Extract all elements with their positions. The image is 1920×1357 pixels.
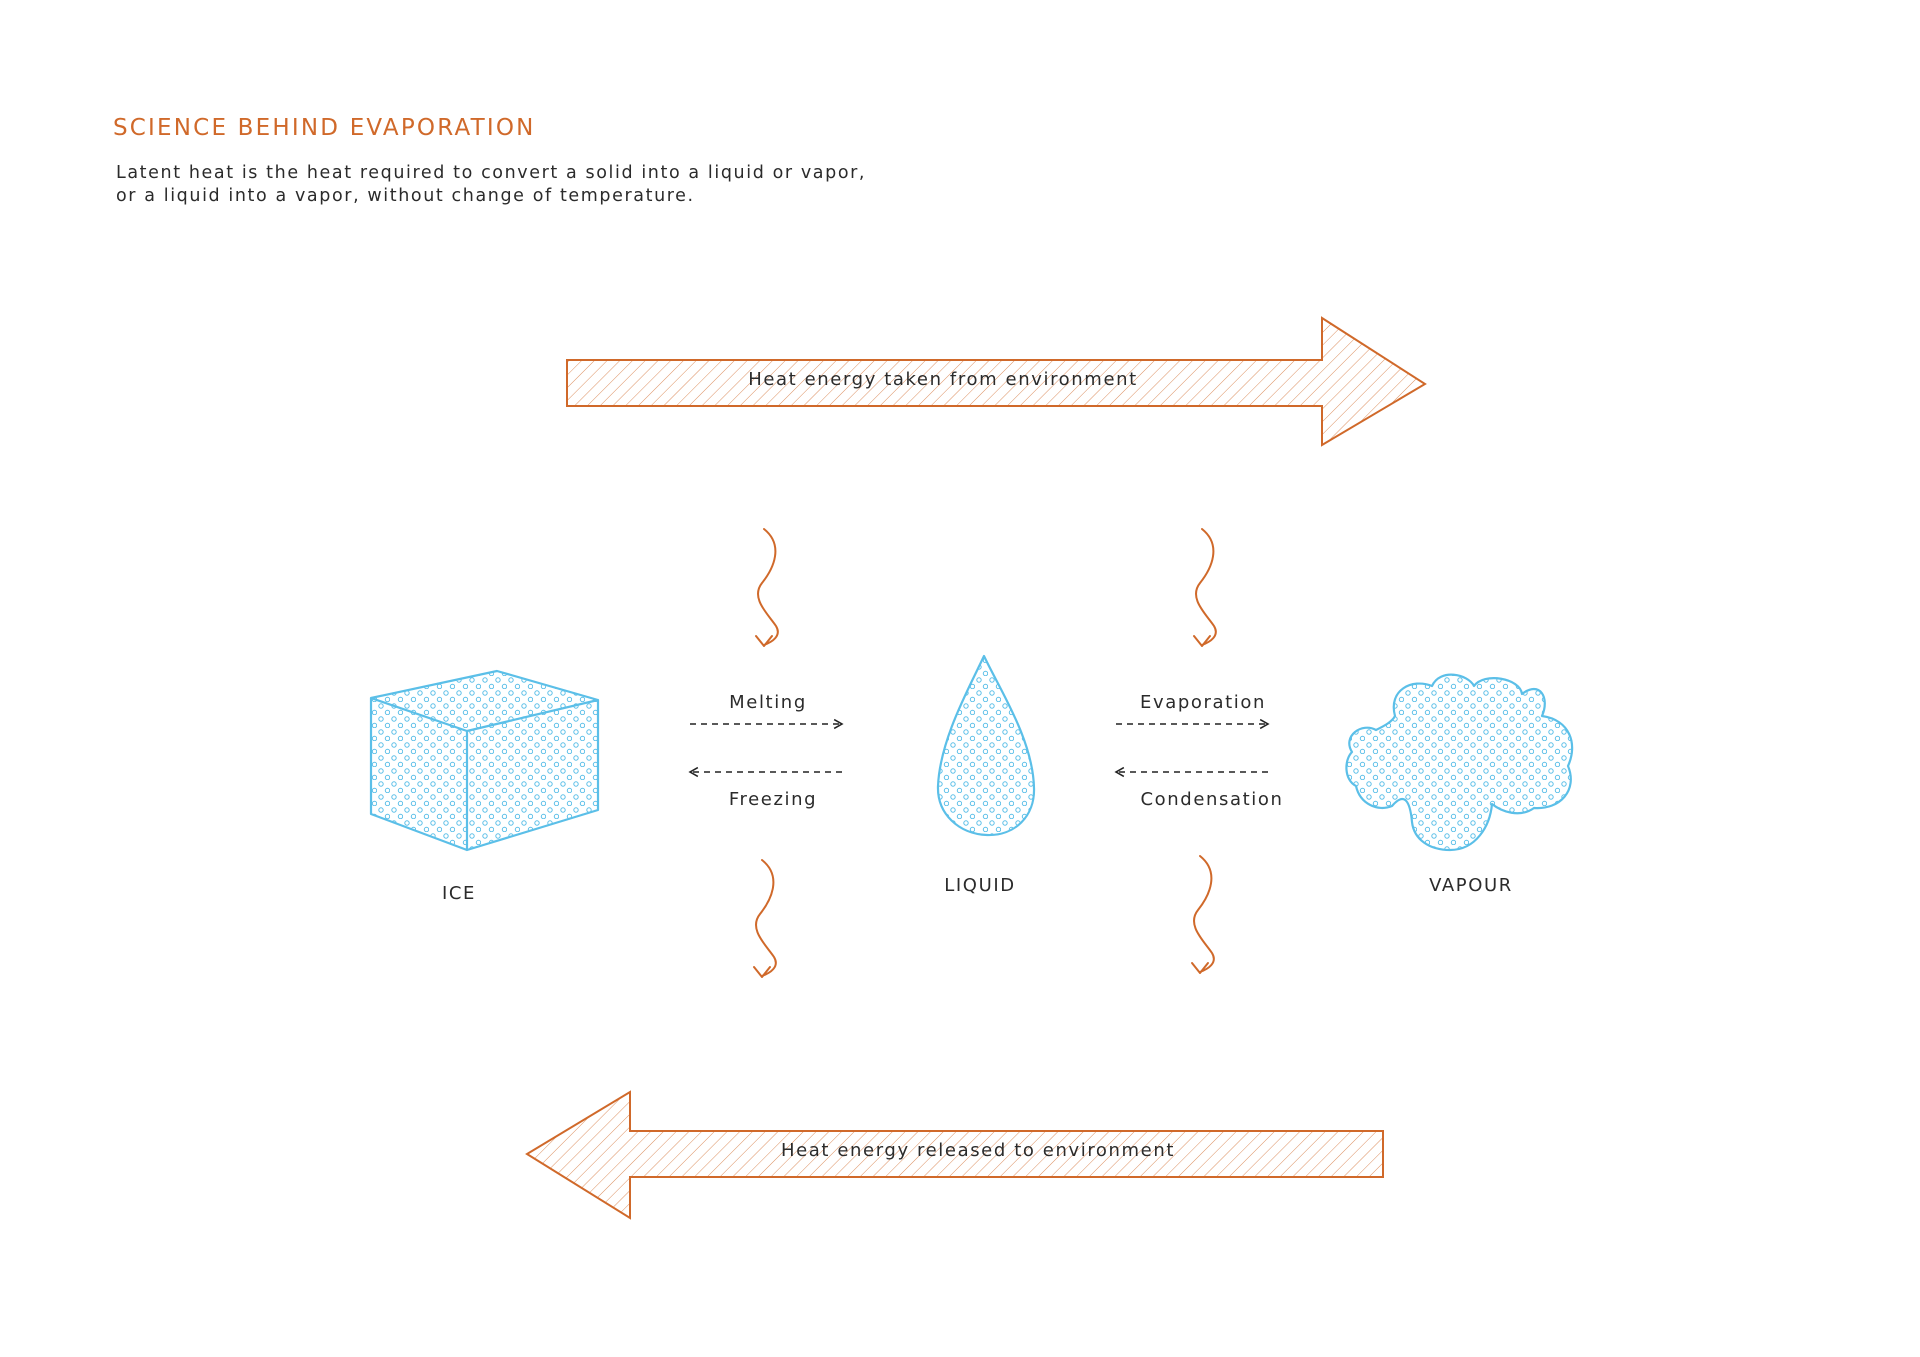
page-title: SCIENCE BEHIND EVAPORATION [113, 115, 536, 141]
vapour-cloud-icon [1345, 673, 1574, 852]
heat-released-label: Heat energy released to environment [781, 1140, 1175, 1161]
intro-text: Latent heat is the heat required to conv… [116, 162, 866, 208]
vapour-label: VAPOUR [1429, 875, 1513, 896]
heat-in-squiggle-melting [755, 528, 779, 647]
water-drop-icon [936, 654, 1036, 837]
freezing-label: Freezing [729, 789, 817, 810]
heat-taken-arrow: Heat energy taken from environment [566, 316, 1427, 447]
heat-out-squiggle-freezing [753, 859, 777, 978]
heat-released-arrow: Heat energy released to environment [525, 1090, 1384, 1220]
heat-taken-label: Heat energy taken from environment [748, 369, 1138, 390]
intro-line-2: or a liquid into a vapor, without change… [116, 186, 695, 206]
condensation-label: Condensation [1141, 789, 1284, 810]
heat-in-squiggle-evaporation [1193, 528, 1217, 647]
heat-out-squiggle-condensation [1191, 855, 1215, 974]
ice-label: ICE [442, 883, 476, 904]
melting-label: Melting [729, 692, 807, 713]
intro-line-1: Latent heat is the heat required to conv… [116, 163, 867, 183]
evaporation-label: Evaporation [1140, 692, 1266, 713]
ice-cube-icon [369, 669, 600, 852]
liquid-label: LIQUID [944, 875, 1015, 896]
